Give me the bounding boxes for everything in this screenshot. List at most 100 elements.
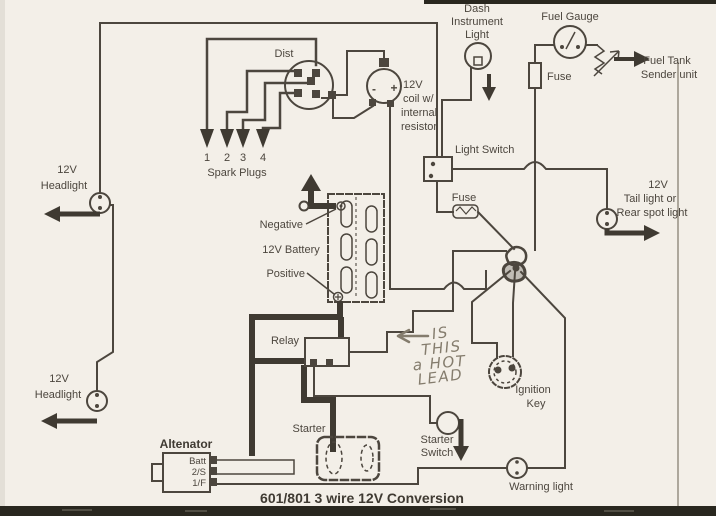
dash-light-arrow-head: [482, 87, 496, 101]
battery-label: 12V Battery: [262, 244, 320, 256]
negative-label: Negative: [260, 219, 303, 231]
relay-terminal: [310, 359, 317, 366]
wire-switch-to-fuse: [436, 180, 454, 213]
plug-wire-3: [241, 81, 309, 132]
terminal-label: 2/S: [192, 467, 206, 478]
sender-label: Sender unit: [641, 69, 697, 81]
tail-arrow-head: [644, 225, 660, 241]
battery-case: [327, 193, 385, 303]
distributor-cap: [284, 60, 334, 110]
wire-top-bus: [99, 22, 438, 158]
lamp-dot: [515, 471, 519, 475]
alternator-connector-loop: [217, 459, 295, 475]
wire-key-left: [471, 269, 512, 359]
wire-junction-to-warning: [519, 270, 566, 469]
plug-wire-4: [261, 91, 300, 132]
fuse-top-label: Fuse: [547, 71, 571, 83]
junction-scribble: [505, 245, 528, 267]
plug-arrow-head: [236, 129, 250, 148]
lamp-dot: [605, 222, 609, 226]
negative-pointer: [305, 208, 337, 225]
wire-hot-lead: [349, 250, 507, 353]
plug-number: 2: [224, 152, 230, 164]
dist-terminal: [294, 69, 302, 77]
tail-arrow-shaft: [604, 229, 644, 236]
coil-label: internal: [401, 107, 437, 119]
headlight-bottom-lamp: [86, 390, 108, 412]
battery-cell: [340, 233, 353, 261]
handwritten-text: THIS: [420, 337, 462, 359]
relay: Relay: [271, 335, 350, 367]
lamp-dot: [95, 393, 99, 397]
junction-dot: [512, 264, 520, 272]
gauge-dot: [576, 45, 580, 49]
wire-key-right: [512, 270, 517, 357]
fuel-gauge-circuit: Fuel Gauge Fuse Fuel Tank Sender unit: [528, 11, 697, 251]
key-terminal: [494, 366, 502, 374]
key-terminal: [508, 364, 516, 372]
dash-light-label: Light: [465, 29, 489, 41]
headlight-top-label: 12V: [57, 164, 77, 176]
terminal-label: Batt: [189, 456, 206, 467]
scan-edge-bottom: [0, 506, 716, 516]
plug-wire-2: [225, 69, 296, 132]
lamp-dot: [95, 404, 99, 408]
bottom-band: [0, 506, 716, 516]
positive-terminal-plus: [335, 294, 341, 300]
coil-terminal: [369, 99, 376, 106]
headlight-top-arrow-head: [44, 206, 60, 222]
cable-to-alternator: [249, 314, 343, 456]
wire-warning-to-alternator: [217, 467, 508, 485]
dash-lamp-element: [473, 56, 483, 66]
plug-arrow-head: [200, 129, 214, 148]
plug-number: 3: [240, 152, 246, 164]
headlight-circuit: 12V Headlight 12V Headlight: [35, 22, 438, 429]
dist-terminal: [312, 69, 320, 77]
alternator-terminal-1f: [209, 478, 217, 486]
lamp-circle: [86, 390, 108, 412]
starter-switch-label: Starter: [420, 434, 453, 446]
tail-light-label: 12V: [648, 179, 668, 191]
battery-cell: [365, 238, 378, 266]
ignition-key-label: Ignition: [515, 384, 550, 396]
headlight-top-label: Headlight: [41, 180, 87, 192]
coil-minus: -: [372, 82, 376, 96]
negative-terminal: [336, 201, 346, 211]
fuel-gauge-dial: [553, 25, 587, 59]
coil-top-terminal: [379, 58, 389, 67]
fuse-mid-element: [455, 206, 477, 215]
band-speckle: [604, 510, 634, 512]
alternator-terminal-2s: [209, 467, 217, 475]
handwritten-text: a HOT: [412, 352, 467, 375]
negative-terminal-dot: [339, 204, 343, 208]
battery-cell: [365, 205, 378, 233]
scan-edge-top: [424, 0, 716, 4]
wire-coil-ht-lead: [331, 50, 385, 96]
starter-label: Starter: [292, 423, 325, 435]
battery-cell: [340, 200, 353, 228]
key-outer-ring: [488, 355, 522, 389]
ignition-key: Ignition Key: [471, 269, 551, 410]
starter-body: [315, 435, 381, 482]
gauge-dot: [560, 45, 564, 49]
ground-arrow-head: [301, 174, 321, 191]
dist-terminal: [307, 77, 315, 85]
dash-lamp-circle: [464, 42, 492, 70]
lamp-dot: [515, 460, 519, 464]
alternator: Altenator Batt 2/S 1/F: [151, 437, 295, 493]
handwritten-note: IS THIS a HOT LEAD: [396, 323, 467, 389]
warning-light-circuit: Warning light: [217, 270, 573, 493]
headlight-bottom-label: 12V: [49, 373, 69, 385]
coil-label: 12V: [403, 79, 423, 91]
gauge-needle: [565, 31, 576, 50]
band-speckle: [62, 509, 92, 511]
band-speckle: [185, 510, 207, 512]
positive-label: Positive: [266, 268, 305, 280]
positive-cables: [249, 301, 344, 456]
wire-relay-to-starter-switch: [313, 365, 438, 424]
sender-resistor-zigzag: [593, 44, 606, 75]
starter-detail: [325, 441, 343, 475]
coil-label: coil w/: [403, 93, 435, 105]
